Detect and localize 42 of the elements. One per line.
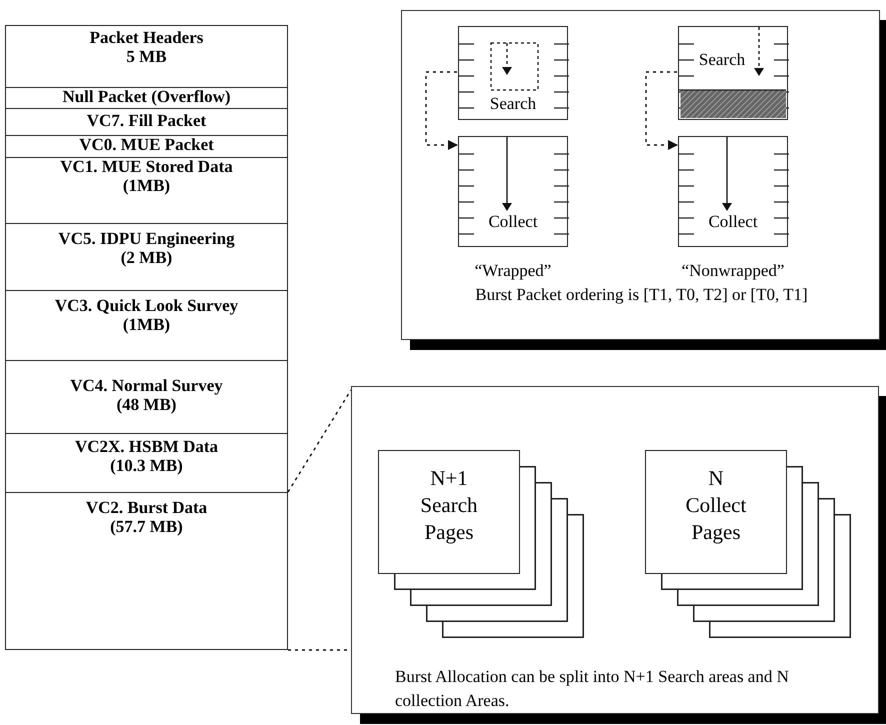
segment-label: 5 MB (126, 47, 167, 67)
memory-segment (5, 223, 288, 291)
memory-segment (5, 25, 288, 88)
memory-segment (5, 157, 288, 224)
caption-text: Burst Packet ordering is [T1, T0, T2] or [T0, T1] (474, 284, 809, 306)
page-label: N Collect Pages (684, 464, 748, 546)
segment-label: VC3. Quick Look Survey (54, 296, 238, 316)
segment-label: VC2. Burst Data (86, 498, 208, 518)
caption-text: “Nonwrapped” (682, 261, 784, 281)
segment-label: (1MB) (122, 176, 170, 196)
caption-text: Burst Allocation can be split into N+1 Search areas and N collection Areas. (395, 666, 790, 712)
dashed-arrow (645, 71, 678, 150)
segment-label: VC2X. HSBM Data (74, 437, 218, 457)
collect-page-box (678, 136, 788, 247)
leader-line (287, 390, 352, 492)
memory-segment (5, 108, 288, 136)
memory-segment (5, 135, 288, 158)
page-card (645, 450, 787, 574)
segment-label: VC5. IDPU Engineering (58, 229, 235, 249)
segment-label: (2 MB) (120, 248, 172, 268)
collect-page-box (458, 136, 568, 247)
caption-text: “Wrapped” (474, 261, 552, 281)
segment-label: (1MB) (122, 315, 170, 335)
segment-label: (48 MB) (116, 395, 176, 415)
page-label: N+1 Search Pages (419, 464, 479, 546)
memory-segment (5, 492, 288, 650)
segment-label: VC7. Fill Packet (86, 111, 206, 131)
memory-segment (5, 290, 288, 361)
dashed-arrow (425, 71, 458, 150)
segment-label: Null Packet (Overflow) (62, 87, 231, 107)
segment-label: (10.3 MB) (110, 456, 183, 476)
search-page-box (458, 26, 568, 120)
segment-label: Packet Headers (90, 28, 204, 48)
page-card (378, 450, 520, 574)
memory-segment (5, 433, 288, 493)
segment-label: VC0. MUE Packet (79, 135, 214, 155)
segment-label: (57.7 MB) (110, 517, 183, 537)
search-page-box (678, 26, 788, 120)
segment-label: VC4. Normal Survey (70, 376, 223, 396)
memory-segment (5, 87, 288, 109)
memory-segment (5, 360, 288, 434)
segment-label: VC1. MUE Stored Data (60, 157, 233, 177)
